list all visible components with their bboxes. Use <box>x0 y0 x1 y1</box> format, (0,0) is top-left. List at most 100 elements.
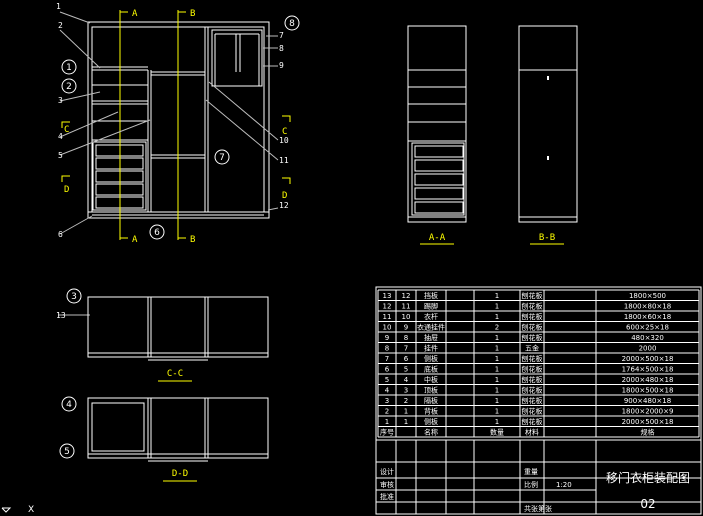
parts-cell-no: 6 <box>385 366 390 374</box>
section-view-dd: D-D <box>87 397 269 482</box>
section-letter-a-top: A <box>132 9 138 19</box>
parts-cell-mat: 刨花板 <box>522 333 543 342</box>
parts-cell-no: 4 <box>385 387 390 395</box>
parts-cell-no: 9 <box>385 334 389 342</box>
parts-cell-mat: 刨花板 <box>522 323 543 332</box>
balloon-6-label: 6 <box>154 228 160 238</box>
view-label-bb: B-B <box>539 233 555 243</box>
parts-cell-mat: 刨花板 <box>522 354 543 363</box>
balloon-8-label: 8 <box>289 19 295 29</box>
parts-cell-qty: 5 <box>404 366 408 374</box>
balloon-6: 6 <box>149 224 165 240</box>
view-label-cc: C-C <box>167 369 183 379</box>
footer-scale-label: 比例 <box>524 480 538 489</box>
parts-cell-name: 挂件 <box>424 344 438 353</box>
footer-weight: 重量 <box>524 468 538 476</box>
parts-cell-no: 10 <box>383 324 392 332</box>
parts-cell-size: 2000×480×18 <box>622 376 674 384</box>
section-marks-d: D D <box>61 175 291 201</box>
leader-number-6: 6 <box>58 230 63 239</box>
balloon-5-label: 5 <box>64 447 70 457</box>
parts-cell-n: 1 <box>495 292 499 300</box>
parts-cell-qty: 11 <box>402 303 411 311</box>
balloon-1-label: 1 <box>66 63 72 73</box>
parts-cell-name: 抽屉 <box>424 333 438 342</box>
drawing-number: 02 <box>640 497 655 511</box>
parts-cell-n: 1 <box>495 334 499 342</box>
leader-number-2: 2 <box>58 21 63 30</box>
section-letter-d-left: D <box>64 185 69 195</box>
parts-cell-mat: 刨花板 <box>522 302 543 311</box>
parts-cell-name: 背板 <box>424 407 438 416</box>
leader-number-12: 12 <box>279 201 289 210</box>
parts-cell-mat: 刨花板 <box>522 386 543 395</box>
section-letter-a-bottom: A <box>132 235 138 245</box>
section-letter-b-bottom: B <box>190 235 195 245</box>
section-letter-b-top: B <box>190 9 195 19</box>
parts-cell-name: 衣杆 <box>424 312 438 321</box>
parts-cell-no: 8 <box>385 345 389 353</box>
command-prompt[interactable]: X <box>1 505 34 515</box>
parts-cell-name: 挡板 <box>424 291 438 300</box>
parts-cell-mat: 刨花板 <box>522 396 543 405</box>
leader-number-10: 10 <box>279 136 289 145</box>
parts-cell-qty: 7 <box>404 345 408 353</box>
parts-cell-n: 1 <box>495 355 499 363</box>
leader-numbers: 1 2 3 4 5 6 7 8 9 10 11 12 13 <box>56 2 289 320</box>
parts-cell-qty: 4 <box>404 376 409 384</box>
parts-cell-n: 1 <box>495 376 499 384</box>
parts-cell-size: 1800×2000×9 <box>622 408 674 416</box>
leader-number-11: 11 <box>279 156 289 165</box>
command-prompt-text: X <box>28 505 34 515</box>
parts-cell-qty: 1 <box>404 408 408 416</box>
parts-cell-mat: 刨花板 <box>522 417 543 426</box>
balloon-4: 4 <box>61 396 77 412</box>
parts-cell-mat: 刨花板 <box>522 365 543 374</box>
parts-cell-mat: 刨花板 <box>522 375 543 384</box>
leader-number-5: 5 <box>58 151 63 160</box>
parts-cell-no: 5 <box>385 376 389 384</box>
parts-cell-qty: 10 <box>402 313 411 321</box>
section-letter-c-right: C <box>282 127 287 137</box>
parts-cell-n: 1 <box>495 387 499 395</box>
parts-cell-name: 中板 <box>424 375 438 384</box>
parts-cell-n: 1 <box>495 366 499 374</box>
balloon-3-label: 3 <box>71 292 77 302</box>
parts-cell-qty: 2 <box>404 397 408 405</box>
parts-cell-qty: 8 <box>404 334 408 342</box>
parts-cell-no: 3 <box>385 397 389 405</box>
parts-cell-name: 侧板 <box>424 354 438 363</box>
parts-cell-size: 1800×80×18 <box>624 303 671 311</box>
parts-cell-name: 侧板 <box>424 417 438 426</box>
parts-cell-qty: 9 <box>404 324 408 332</box>
parts-header-n: 数量 <box>490 428 504 437</box>
parts-cell-no: 12 <box>383 303 392 311</box>
footer-check: 审核 <box>380 480 394 489</box>
parts-cell-n: 1 <box>495 397 499 405</box>
balloon-3: 3 <box>66 288 82 304</box>
parts-cell-n: 1 <box>495 313 499 321</box>
section-line-a: A A <box>119 9 138 245</box>
parts-header-mat: 材料 <box>525 428 539 437</box>
parts-cell-n: 2 <box>495 324 499 332</box>
view-label-dd: D-D <box>172 469 188 479</box>
parts-cell-n: 1 <box>495 345 499 353</box>
parts-cell-n: 1 <box>495 418 499 426</box>
parts-cell-size: 1800×500×18 <box>622 387 674 395</box>
parts-cell-size: 1800×500 <box>629 292 666 300</box>
parts-cell-size: 2000×500×18 <box>622 418 674 426</box>
parts-header-no: 序号 <box>380 428 394 437</box>
parts-cell-no: 2 <box>385 408 389 416</box>
leader-number-4: 4 <box>58 132 63 141</box>
leader-number-1: 1 <box>56 2 61 11</box>
parts-cell-mat: 刨花板 <box>522 407 543 416</box>
parts-cell-mat: 刨花板 <box>522 312 543 321</box>
balloon-1: 1 <box>61 59 77 75</box>
leader-number-3: 3 <box>58 96 63 105</box>
parts-header-name: 名称 <box>424 428 438 437</box>
section-view-cc: C-C <box>87 296 269 382</box>
leader-number-13: 13 <box>56 311 66 320</box>
parts-cell-name: 衣通挂件 <box>417 323 445 332</box>
